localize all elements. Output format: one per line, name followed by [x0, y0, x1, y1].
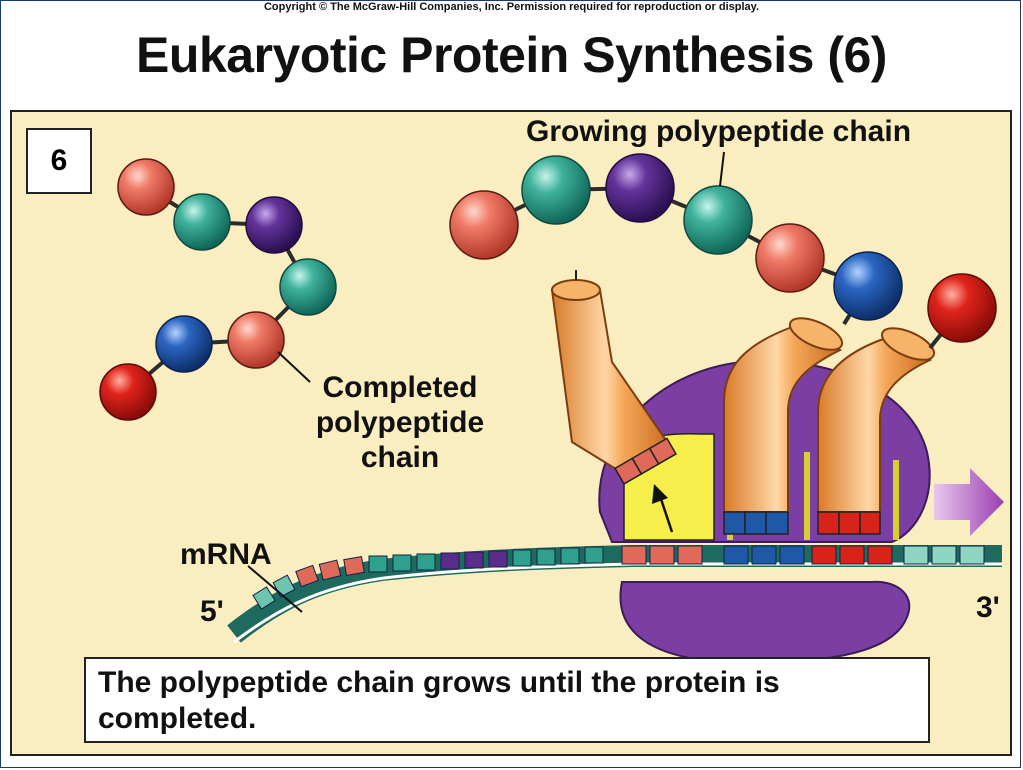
growing-polypeptide-chain	[449, 151, 997, 350]
mrna-strand	[227, 545, 1002, 644]
protein-synthesis-illustration	[99, 151, 1004, 664]
trna-exit-site	[817, 327, 936, 535]
pointer-arrow	[652, 484, 674, 533]
three-prime-label: 3'	[976, 591, 1000, 624]
page-title: Eukaryotic Protein Synthesis (6)	[136, 27, 887, 83]
mrna-codons	[252, 545, 985, 610]
mrna-label: mRNA	[180, 538, 272, 571]
completed-polypeptide-chain	[99, 158, 337, 421]
diagram-panel: 6 Growing polypeptide chain Completed po…	[10, 110, 1012, 756]
step-number-box: 6	[26, 128, 92, 194]
trna-incoming	[550, 270, 678, 485]
growing-chain-label: Growing polypeptide chain	[526, 115, 912, 148]
ribosome-small-subunit	[619, 580, 911, 664]
direction-arrow	[934, 468, 1004, 536]
completed-chain-label: Completed polypeptide chain	[315, 371, 485, 474]
five-prime-label: 5'	[200, 595, 224, 628]
trna-p-site	[723, 317, 844, 535]
mrna-pointer	[247, 565, 303, 613]
copyright-notice: Copyright © The McGraw-Hill Companies, I…	[263, 1, 760, 13]
figure-caption: The polypeptide chain grows until the pr…	[84, 657, 930, 743]
